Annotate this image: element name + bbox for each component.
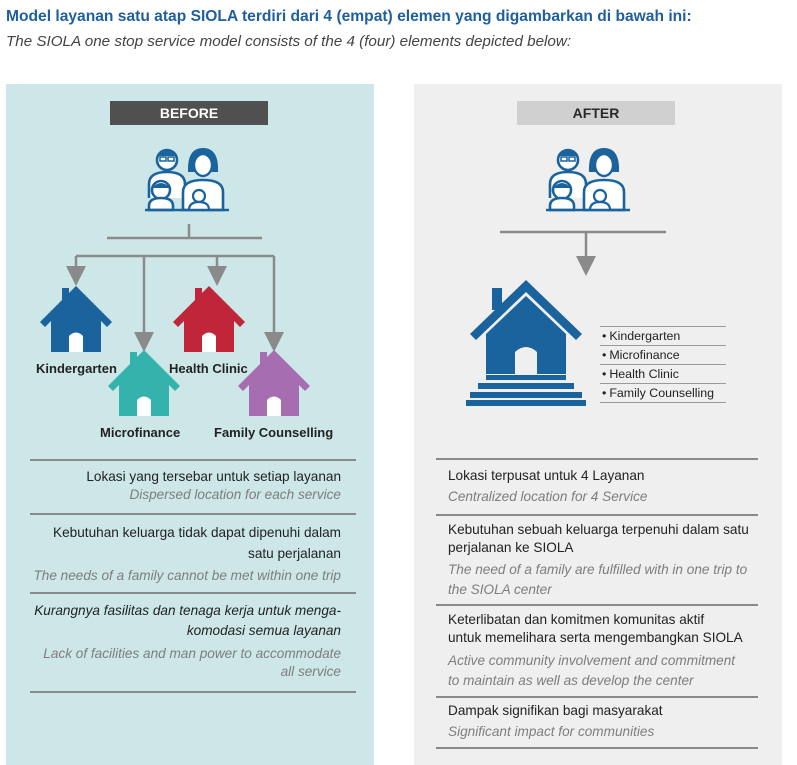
health-clinic-label: Health Clinic <box>169 361 248 376</box>
before-point-3-id-line1: Kurangnya fasilitas dan tenaga kerja unt… <box>34 603 341 618</box>
family-counselling-house-icon <box>238 350 310 416</box>
title-english: The SIOLA one stop service model consist… <box>6 33 572 50</box>
before-point-3-id-line2: komodasi semua layanan <box>186 623 341 638</box>
title-indonesian: Model layanan satu atap SIOLA terdiri da… <box>6 8 692 25</box>
before-point-3-en-line2: all service <box>280 664 341 679</box>
after-service-item: Health Clinic <box>600 364 726 383</box>
after-diagram <box>466 146 666 406</box>
divider <box>436 696 758 698</box>
before-diagram <box>40 146 310 416</box>
before-point-2-id-line2: satu perjalanan <box>248 546 341 561</box>
before-point-1-en: Dispersed location for each service <box>129 487 341 502</box>
before-point-1-id: Lokasi yang tersebar untuk setiap layana… <box>86 469 341 484</box>
after-point-1-id: Lokasi terpusat untuk 4 Layanan <box>448 468 645 483</box>
divider <box>30 691 356 693</box>
microfinance-house-icon <box>108 350 180 416</box>
after-service-item: Family Counselling <box>600 383 726 403</box>
before-label: BEFORE <box>110 101 268 125</box>
after-point-4-id: Dampak signifikan bagi masyarakat <box>448 703 663 718</box>
after-point-3-en-line2: to maintain as well as develop the cente… <box>448 673 694 688</box>
after-point-3-en-line1: Active community involvement and commitm… <box>448 653 736 668</box>
before-point-2-id-line1: Kebutuhan keluarga tidak dapat dipenuhi … <box>53 525 341 540</box>
after-point-3-id-line2: untuk memelihara serta mengembangkan SIO… <box>448 630 743 645</box>
kindergarten-label: Kindergarten <box>36 361 117 376</box>
after-service-item: Kindergarten <box>600 326 726 345</box>
family-icon <box>143 146 231 212</box>
divider <box>436 458 758 460</box>
microfinance-label: Microfinance <box>100 425 181 440</box>
after-services-list: Kindergarten Microfinance Health Clinic … <box>600 326 726 403</box>
after-point-3-id-line1: Keterlibatan dan komitmen komunitas akti… <box>448 612 705 627</box>
kindergarten-house-icon <box>40 286 112 352</box>
after-point-2-id-line1: Kebutuhan sebuah keluarga terpenuhi dala… <box>448 522 749 537</box>
divider <box>436 604 758 606</box>
after-point-2-id-line2: perjalanan ke SIOLA <box>448 540 574 555</box>
health-clinic-house-icon <box>173 286 245 352</box>
siola-center-house-icon <box>466 280 586 406</box>
after-point-1-en: Centralized location for 4 Service <box>448 489 648 504</box>
family-icon <box>544 146 632 212</box>
after-point-2-en-line1: The need of a family are fulfilled with … <box>448 562 748 577</box>
before-point-2-en: The needs of a family cannot be met with… <box>33 568 341 583</box>
after-point-4-en: Significant impact for communities <box>448 724 655 739</box>
before-panel: BEFORE <box>6 84 374 765</box>
before-point-3-en-line1: Lack of facilities and man power to acco… <box>43 646 341 661</box>
after-point-2-en-line2: the SIOLA center <box>448 582 552 597</box>
divider <box>30 592 356 594</box>
family-counselling-label: Family Counselling <box>214 425 334 440</box>
divider <box>30 459 356 461</box>
after-service-item: Microfinance <box>600 345 726 364</box>
after-panel: AFTER <box>414 84 782 765</box>
after-label: AFTER <box>517 101 675 125</box>
divider <box>436 747 758 749</box>
divider <box>30 513 356 515</box>
divider <box>436 514 758 516</box>
